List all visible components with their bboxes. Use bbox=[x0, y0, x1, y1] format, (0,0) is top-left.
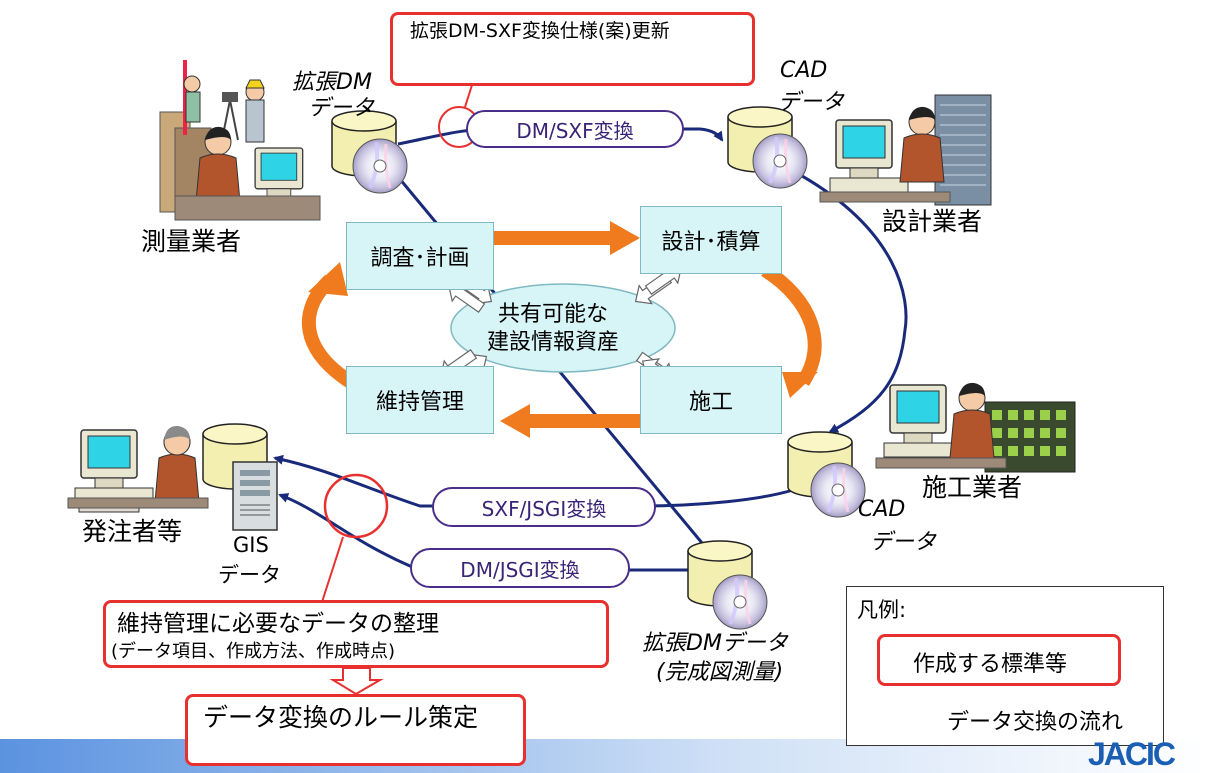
focus-connector-bottom bbox=[321, 536, 344, 603]
gis-label-2: データ bbox=[218, 563, 281, 587]
orderer-illustration bbox=[67, 425, 209, 513]
rule-box bbox=[185, 694, 526, 766]
ext-dm-bottom-label-1: 拡張DMデータ bbox=[642, 631, 788, 656]
legend-flow-label: データ交換の流れ bbox=[947, 710, 1124, 735]
stage-maintenance: 維持管理 bbox=[346, 366, 494, 434]
actor-designer: 設計業者 bbox=[882, 207, 983, 236]
conversion-sxf-jsgi-label: SXF/JSGI変換 bbox=[481, 496, 607, 521]
legend-standard-label: 作成する標準等 bbox=[913, 652, 1068, 677]
stage-maintenance-label: 維持管理 bbox=[375, 390, 464, 415]
conversion-dm-jsgi: DM/JSGI変換 bbox=[410, 548, 630, 588]
spec-update-title: 拡張DM-SXF変換仕様(案)更新 bbox=[410, 20, 670, 42]
conversion-dm-sxf: DM/SXF変換 bbox=[466, 110, 684, 148]
focus-connector-top bbox=[464, 84, 473, 108]
conversion-dm-jsgi-label: DM/JSGI変換 bbox=[460, 557, 580, 582]
stage-survey: 調査･計画 bbox=[346, 222, 494, 290]
rule-box-title: データ変換のルール策定 bbox=[203, 703, 479, 732]
spec-update-box bbox=[390, 12, 755, 86]
legend-title: 凡例: bbox=[857, 598, 907, 622]
flow-design-to-construction bbox=[794, 170, 908, 434]
cad-top-label-2: データ bbox=[778, 90, 845, 115]
maintenance-data-title: 維持管理に必要なデータの整理 bbox=[117, 611, 439, 637]
flow-asbuilt-to-gis bbox=[278, 493, 690, 572]
gis-server-icon bbox=[232, 461, 278, 531]
stage-construction-label: 施工 bbox=[688, 390, 733, 415]
cycle-arrow-construction-maintenance bbox=[500, 404, 640, 438]
down-arrow bbox=[329, 667, 384, 696]
maintenance-data-box bbox=[103, 600, 609, 668]
conversion-dm-sxf-label: DM/SXF変換 bbox=[516, 118, 634, 143]
ext-dm-bottom-label-2: (完成図測量) bbox=[656, 660, 784, 685]
cad-top-label-1: CAD bbox=[780, 58, 828, 83]
cad-top-cd bbox=[751, 132, 809, 190]
actor-surveyor: 測量業者 bbox=[141, 227, 242, 256]
constructor-illustration bbox=[875, 382, 1076, 473]
surveyor-illustration bbox=[159, 60, 321, 221]
ext-dm-top-label-1: 拡張DM bbox=[292, 70, 372, 95]
actor-constructor: 施工業者 bbox=[922, 473, 1023, 502]
shared-assets-ellipse bbox=[450, 283, 676, 373]
stage-design-label: 設計･積算 bbox=[661, 230, 761, 255]
ext-dm-bottom-cd bbox=[711, 573, 769, 631]
cad-right-cd bbox=[809, 461, 867, 519]
focus-circle-bottom bbox=[323, 473, 389, 539]
cad-right-label-1: CAD bbox=[858, 497, 906, 522]
legend-standard-box bbox=[877, 634, 1121, 686]
designer-illustration bbox=[819, 94, 992, 206]
stage-construction: 施工 bbox=[640, 366, 782, 434]
center-label-line1: 共有可能な bbox=[498, 302, 609, 327]
cycle-arrow-design-construction-head bbox=[782, 372, 818, 398]
ext-dm-top-cd bbox=[351, 137, 409, 195]
cycle-arrow-survey-design bbox=[492, 221, 640, 255]
stage-survey-label: 調査･計画 bbox=[370, 246, 470, 271]
cycle-arrow-maintenance-survey-head bbox=[308, 262, 348, 296]
conversion-sxf-jsgi: SXF/JSGI変換 bbox=[432, 487, 656, 527]
center-label-line2: 建設情報資産 bbox=[487, 330, 620, 355]
gis-label-1: GIS bbox=[233, 533, 269, 557]
cycle-arrow-design-construction bbox=[761, 264, 822, 386]
maintenance-data-detail: (データ項目、作成方法、作成時点) bbox=[111, 641, 396, 662]
workflow-cycle bbox=[301, 221, 822, 438]
ext-dm-top-label-2: データ bbox=[308, 96, 375, 121]
actor-orderer: 発注者等 bbox=[82, 517, 183, 546]
cad-right-label-2: データ bbox=[870, 530, 937, 555]
jacic-logo: JACIC bbox=[1088, 736, 1176, 772]
stage-design: 設計･積算 bbox=[640, 206, 782, 274]
